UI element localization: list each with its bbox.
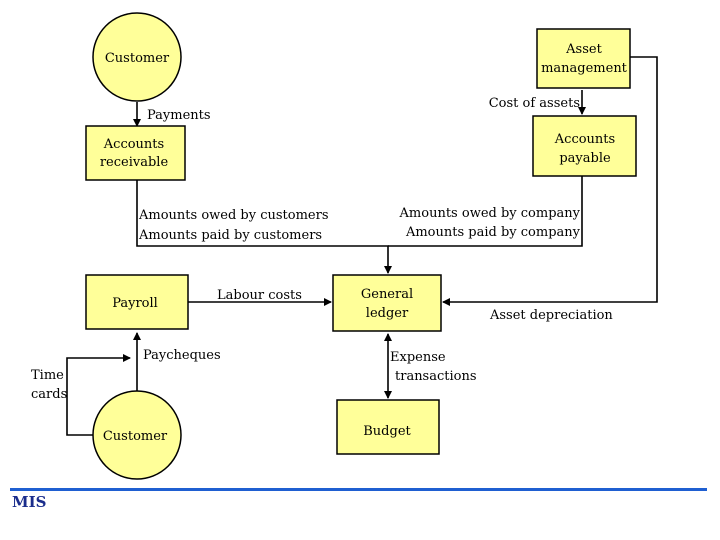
svg-text:ledger: ledger [366,306,409,321]
svg-text:General: General [361,287,413,302]
node-customer-top: Customer [92,12,182,102]
svg-text:payable: payable [559,151,611,166]
flow-label-cost-of-assets: Cost of assets [489,96,580,111]
svg-text:Accounts: Accounts [554,132,615,147]
svg-text:Customer: Customer [105,51,170,66]
flow-label-amounts-paid-by-customers: Amounts paid by customers [138,228,322,243]
node-general-ledger-line-2: ledger [366,306,409,321]
svg-text:Customer: Customer [103,429,168,444]
svg-text:Accounts: Accounts [103,137,164,152]
node-general-ledger-line-1: General [361,287,413,302]
node-accounts-payable-line-1: Accounts [554,132,615,147]
footer-mis-label: MIS [12,493,46,511]
flow-label-transactions: transactions [395,369,477,384]
flow-asset-depreciation-arrow [442,56,658,306]
node-asset-management: Asset management [536,28,631,89]
node-accounts-receivable: Accounts receivable [85,125,186,181]
node-payroll: Payroll [85,274,189,330]
flow-label-time: Time [31,368,64,383]
flow-time-cards-arrow [66,354,131,436]
node-accounts-payable-line-2: payable [559,151,611,166]
flow-label-payments: Payments [147,108,211,123]
flow-label-amounts-owed-by-company: Amounts owed by company [399,206,581,221]
svg-text:Budget: Budget [363,424,411,439]
flow-label-amounts-owed-by-customers: Amounts owed by customers [138,208,329,223]
flow-payable-ledger-arrow [388,176,583,247]
node-customer-top-label: Customer [105,51,170,66]
node-customer-bottom: Customer [92,390,182,480]
svg-text:management: management [541,61,628,76]
flow-receivable-ledger-arrow [136,180,392,274]
node-budget-label: Budget [363,424,411,439]
flow-label-labour-costs: Labour costs [217,288,302,303]
svg-text:Asset: Asset [565,42,602,57]
svg-text:receivable: receivable [100,155,169,170]
flow-label-paycheques: Paycheques [143,348,221,363]
footer-bar [10,488,707,491]
flow-label-amounts-paid-by-company: Amounts paid by company [405,225,581,240]
node-accounts-receivable-line-1: Accounts [103,137,164,152]
node-budget: Budget [336,399,440,455]
svg-text:Payroll: Payroll [112,296,158,311]
node-accounts-payable: Accounts payable [532,115,637,177]
flow-label-expense: Expense [390,350,446,365]
flow-label-cards: cards [31,387,67,402]
node-asset-management-line-1: Asset [565,42,602,57]
node-payroll-label: Payroll [112,296,158,311]
node-customer-bottom-label: Customer [103,429,168,444]
node-general-ledger: General ledger [332,274,442,332]
node-asset-management-line-2: management [541,61,628,76]
node-accounts-receivable-line-2: receivable [100,155,169,170]
flow-label-asset-depreciation: Asset depreciation [489,308,613,323]
